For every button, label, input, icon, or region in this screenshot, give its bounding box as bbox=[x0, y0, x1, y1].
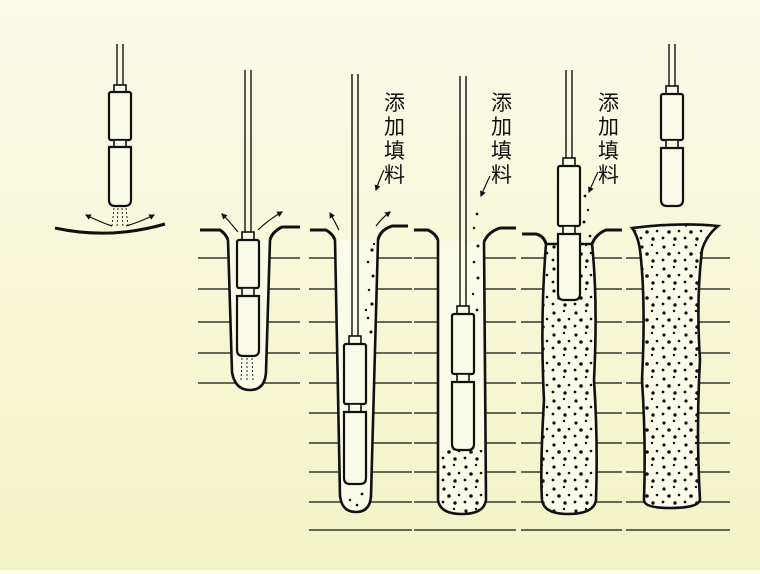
step-4-probe-lifting bbox=[414, 76, 516, 516]
flow-arrow-left-step-2 bbox=[221, 213, 239, 233]
compacted-fill-step-5 bbox=[541, 244, 597, 514]
label-char: 加 bbox=[384, 115, 405, 139]
label-char: 添 bbox=[598, 91, 619, 115]
label-char: 填 bbox=[491, 139, 512, 163]
step-6-pile-completed bbox=[629, 44, 722, 510]
add-fill-arrow-step-5 bbox=[588, 171, 599, 194]
step-3-probe-at-depth bbox=[310, 74, 408, 514]
vibrator-upper-step-1 bbox=[107, 90, 133, 142]
label-char: 料 bbox=[491, 163, 512, 187]
label-char: 加 bbox=[491, 115, 512, 139]
water-jet-step-1 bbox=[111, 207, 129, 229]
add-fill-label-step-3: 添 加 填 料 bbox=[384, 91, 405, 187]
add-fill-arrow-step-3 bbox=[374, 169, 385, 192]
label-char: 加 bbox=[598, 115, 619, 139]
add-fill-arrow-step-4 bbox=[480, 175, 491, 198]
add-fill-label-step-4: 添 加 填 料 bbox=[491, 91, 512, 187]
label-char: 料 bbox=[384, 163, 405, 187]
ground-surface-step-1 bbox=[54, 222, 166, 235]
label-char: 添 bbox=[491, 91, 512, 115]
fill-particles-step-4 bbox=[471, 212, 480, 312]
compacted-fill-step-4 bbox=[438, 450, 486, 514]
flow-arrow-right-step-1 bbox=[125, 214, 156, 227]
label-char: 添 bbox=[384, 91, 405, 115]
vibrator-lower-step-1 bbox=[107, 145, 133, 208]
step-1-probe-start bbox=[54, 44, 166, 235]
label-char: 填 bbox=[598, 139, 619, 163]
step-5-probe-near-top bbox=[522, 70, 622, 516]
label-char: 填 bbox=[384, 139, 405, 163]
add-fill-label-step-5: 添 加 填 料 bbox=[598, 91, 619, 187]
flow-arrow-right-step-2 bbox=[257, 211, 284, 231]
flow-arrow-left-step-1 bbox=[84, 214, 113, 227]
fill-particles-step-3 bbox=[348, 242, 376, 507]
label-char: 料 bbox=[598, 163, 619, 187]
step-2-probe-sinking bbox=[200, 70, 300, 392]
